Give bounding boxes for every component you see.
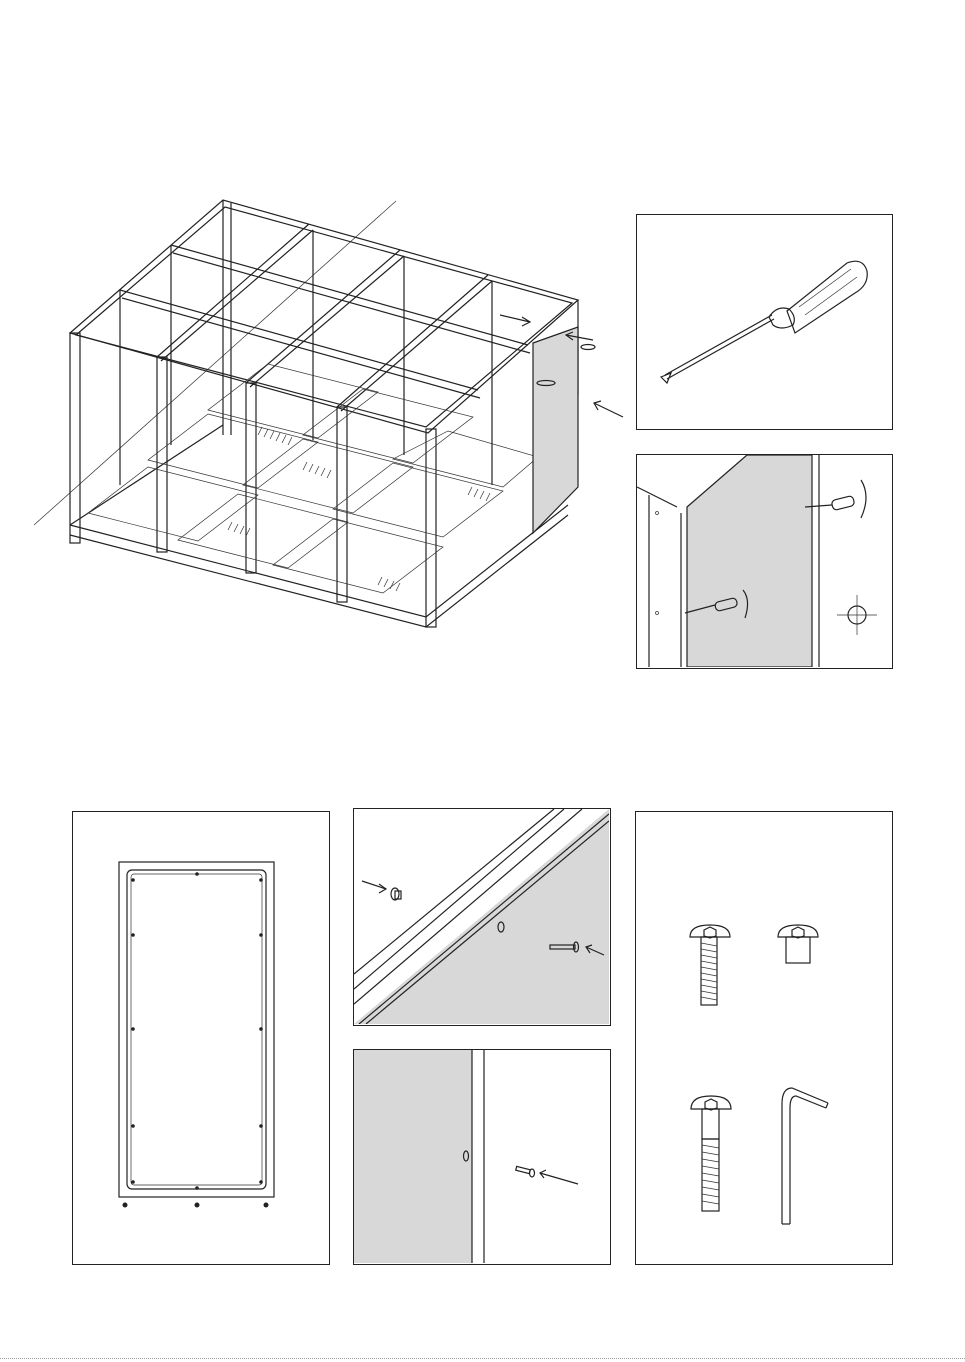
page-bottom-rule — [0, 1358, 965, 1359]
screwdriver-icon — [637, 215, 891, 428]
screwdriver-panel — [636, 214, 893, 430]
bolt-icon — [391, 888, 401, 900]
screw-icon — [516, 1166, 535, 1177]
cabinet-frame-assembly — [28, 195, 628, 635]
bolt-icon — [778, 925, 818, 963]
side-panel-front-view — [72, 811, 330, 1265]
bolt-icon — [690, 925, 730, 1005]
bolt-icon — [691, 1096, 731, 1211]
hardware-kit — [635, 811, 893, 1265]
panel-joint-screw-detail — [353, 1049, 611, 1265]
panel-screw-detail — [636, 454, 893, 669]
panel-edge-bolt-detail — [353, 808, 611, 1026]
hex-key-icon — [782, 1088, 828, 1224]
